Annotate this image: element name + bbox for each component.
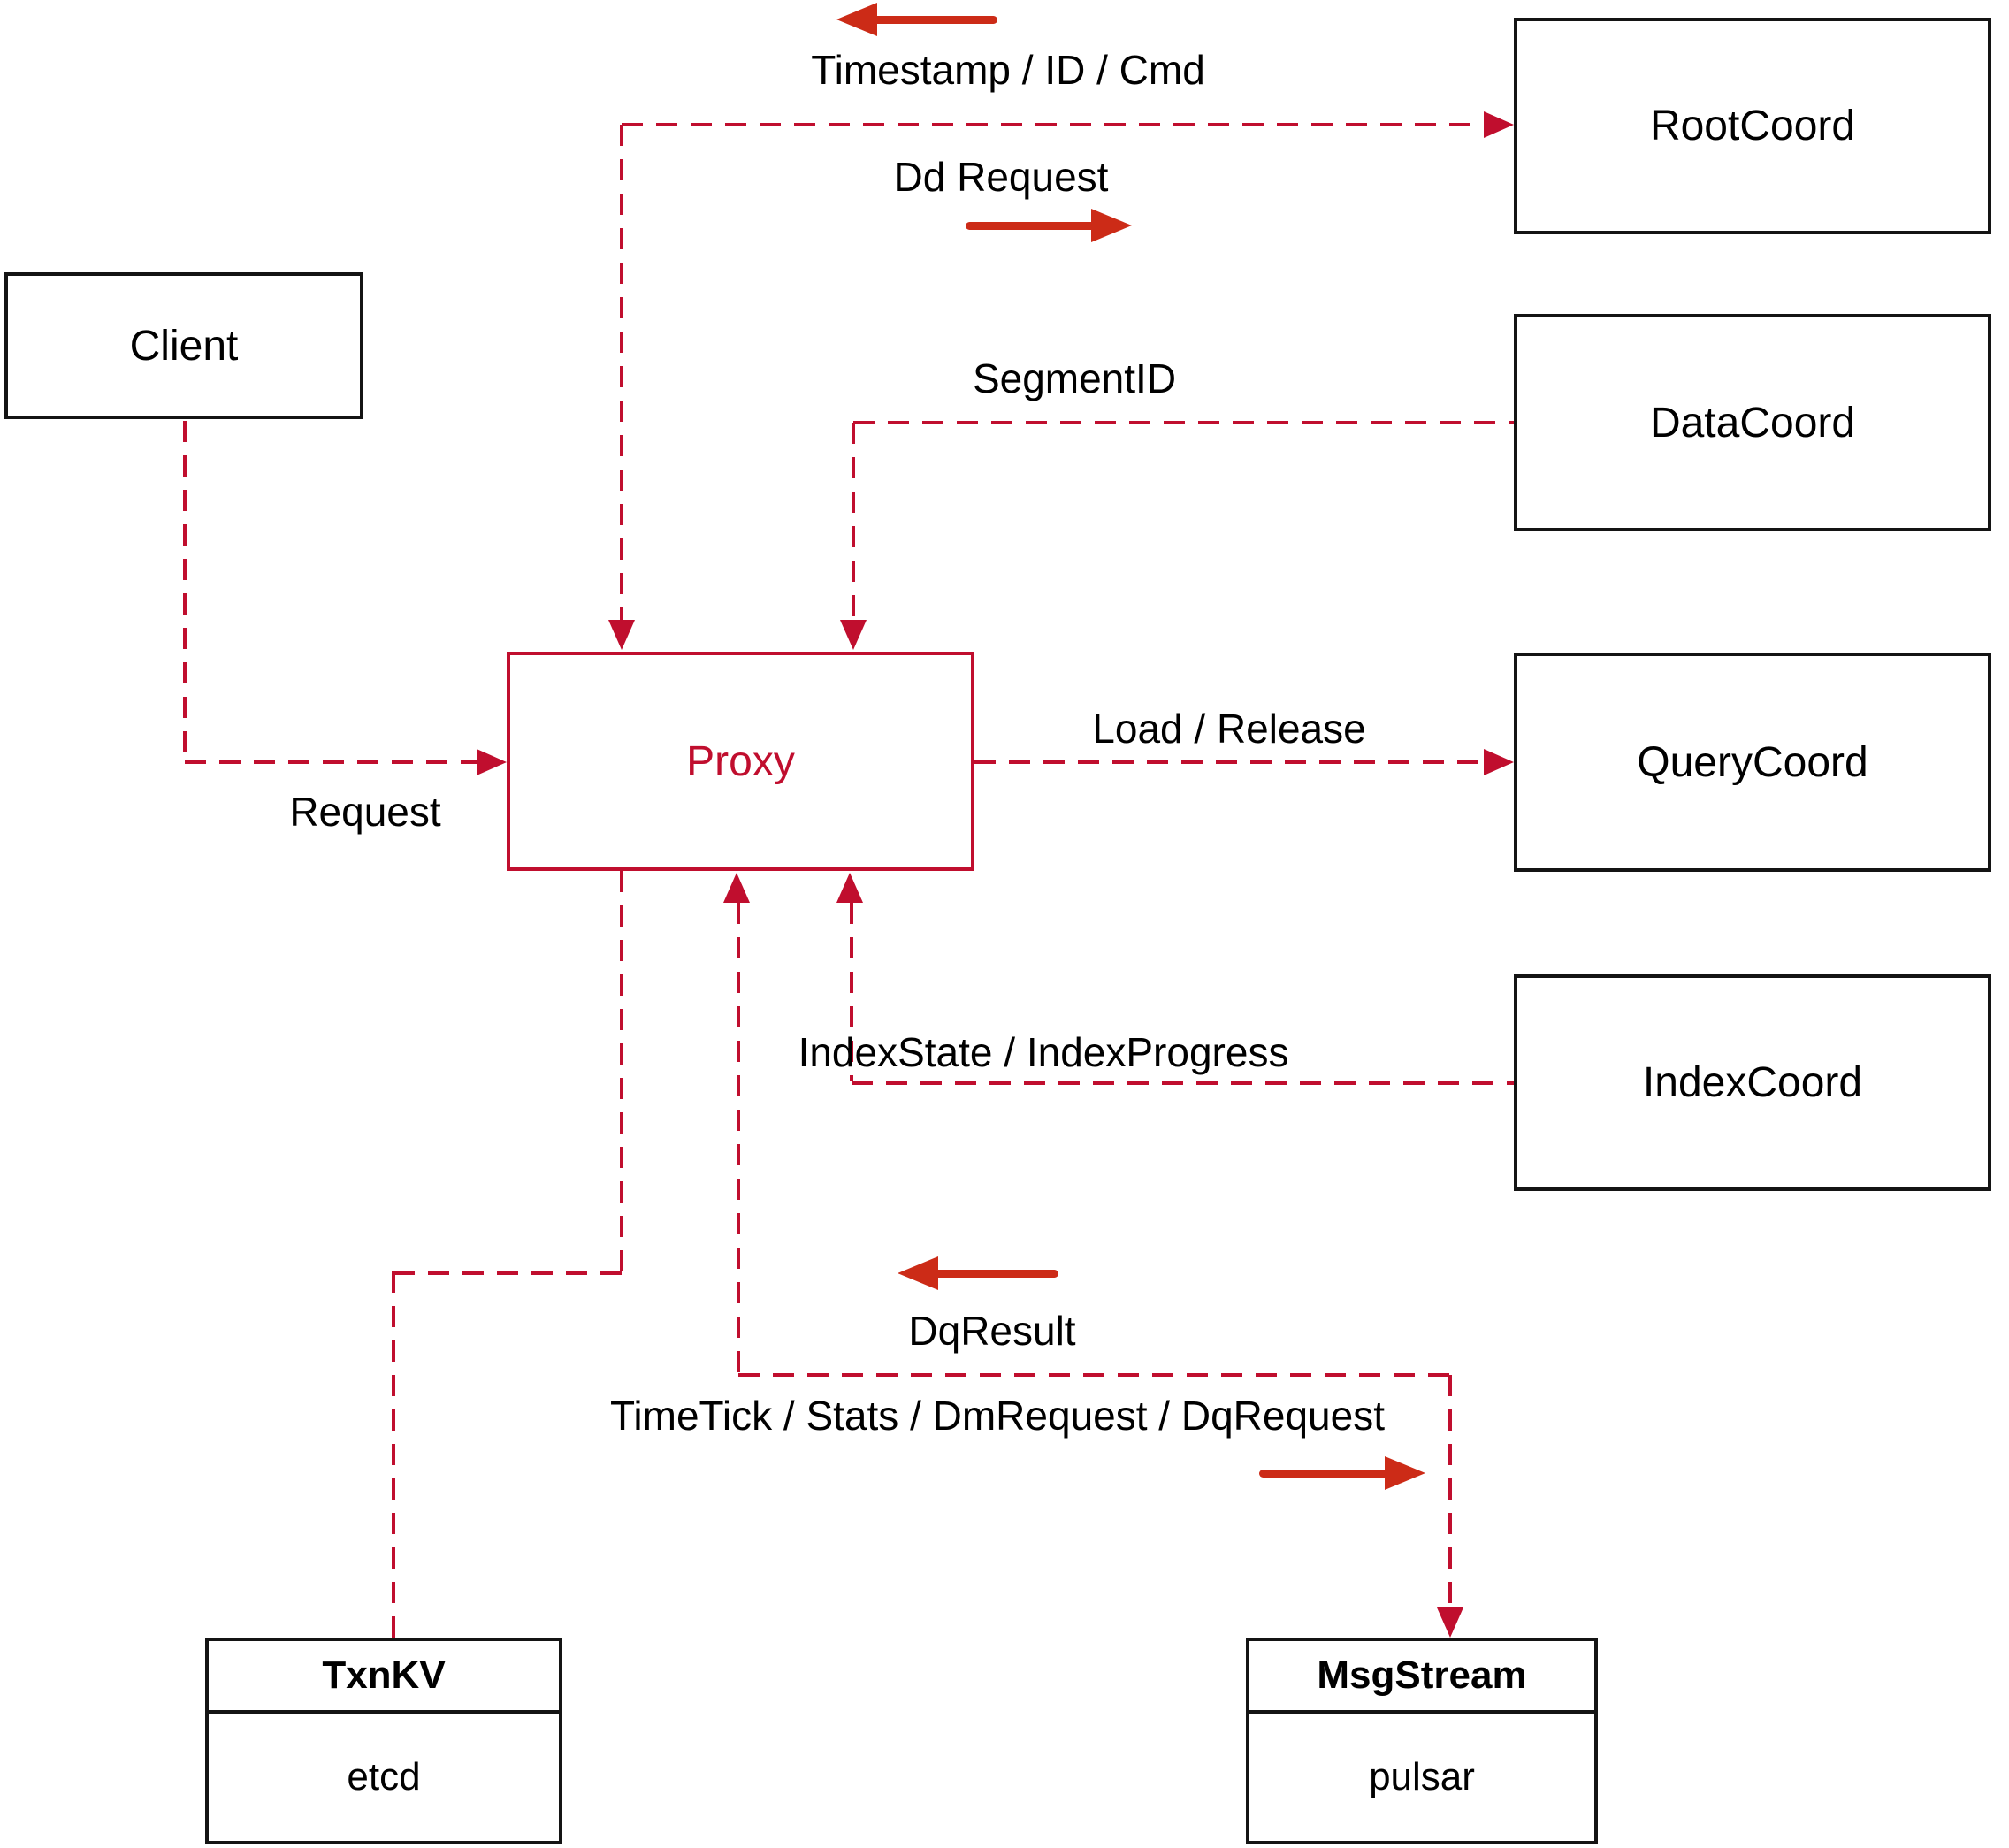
node-proxy: Proxy xyxy=(507,652,974,871)
node-datacoord-label: DataCoord xyxy=(1649,399,1856,447)
edge-proxy-rootcoord-h xyxy=(622,123,1484,126)
arrowhead-into-msgstream xyxy=(1437,1607,1463,1638)
edge-proxy-msgstream-v2 xyxy=(1448,1375,1452,1607)
arrow-head xyxy=(1091,209,1132,242)
node-datacoord: DataCoord xyxy=(1514,314,1991,531)
edge-client-proxy-v xyxy=(183,421,187,762)
label-index-state: IndexState / IndexProgress xyxy=(798,1029,1289,1075)
direction-arrow-timetick-right-icon xyxy=(1259,1456,1425,1490)
node-client-label: Client xyxy=(129,322,239,370)
arrowhead-into-proxy-left xyxy=(477,749,507,775)
node-msgstream-title: MsgStream xyxy=(1249,1641,1594,1714)
label-timestamp-id-cmd: Timestamp / ID / Cmd xyxy=(811,47,1205,93)
direction-arrow-dqresult-left-icon xyxy=(898,1256,1058,1290)
arrow-head xyxy=(836,3,877,36)
arrowhead-into-proxy-top-right xyxy=(840,620,867,650)
edge-client-proxy-h xyxy=(185,760,477,764)
direction-arrow-timestamp-left-icon xyxy=(836,3,997,36)
label-request: Request xyxy=(289,789,441,835)
edge-proxy-msgstream-v1 xyxy=(737,903,740,1375)
arrowhead-into-proxy-bottom-left xyxy=(723,873,750,903)
edge-proxy-rootcoord-v xyxy=(620,125,623,620)
arrow-shaft xyxy=(931,1270,1058,1278)
node-proxy-label: Proxy xyxy=(686,737,795,785)
node-client: Client xyxy=(4,272,363,419)
edge-proxy-msgstream-h xyxy=(738,1373,1450,1377)
label-time-tick: TimeTick / Stats / DmRequest / DqRequest xyxy=(610,1393,1385,1439)
node-txnkv-impl: etcd xyxy=(347,1755,421,1798)
arrow-head xyxy=(1385,1456,1425,1490)
arrowhead-into-proxy-bottom-right xyxy=(836,873,863,903)
label-dd-request: Dd Request xyxy=(893,154,1109,200)
edge-proxy-querycoord-h xyxy=(974,760,1484,764)
edge-proxy-txnkv-v1 xyxy=(620,871,623,1273)
arrow-shaft xyxy=(1259,1470,1392,1478)
edge-datacoord-proxy-h xyxy=(853,421,1514,424)
arrowhead-into-rootcoord xyxy=(1484,111,1514,138)
edge-proxy-txnkv-h xyxy=(393,1271,622,1275)
node-rootcoord-label: RootCoord xyxy=(1649,103,1856,149)
direction-arrow-ddrequest-right-icon xyxy=(966,209,1132,242)
node-msgstream-impl: pulsar xyxy=(1369,1755,1475,1798)
edge-proxy-txnkv-v2 xyxy=(392,1271,395,1638)
node-querycoord: QueryCoord xyxy=(1514,653,1991,872)
label-dq-result: DqResult xyxy=(908,1308,1076,1354)
edge-indexcoord-proxy-h xyxy=(852,1081,1514,1085)
node-indexcoord: IndexCoord xyxy=(1514,974,1991,1191)
label-load-release: Load / Release xyxy=(1092,706,1366,752)
node-txnkv: TxnKV etcd xyxy=(205,1638,562,1844)
arrow-shaft xyxy=(966,222,1098,230)
arrow-head xyxy=(898,1256,938,1290)
node-txnkv-title: TxnKV xyxy=(209,1641,559,1714)
arrow-shaft xyxy=(870,16,997,24)
arrowhead-into-querycoord xyxy=(1484,749,1514,775)
arrowhead-into-proxy-top-left xyxy=(608,620,635,650)
edge-indexcoord-proxy-v xyxy=(850,903,853,1081)
node-rootcoord: RootCoord xyxy=(1514,18,1991,234)
node-msgstream: MsgStream pulsar xyxy=(1246,1638,1598,1844)
node-indexcoord-label: IndexCoord xyxy=(1642,1059,1863,1106)
node-querycoord-label: QueryCoord xyxy=(1637,738,1868,786)
edge-datacoord-proxy-v xyxy=(852,423,855,620)
label-segment-id: SegmentID xyxy=(972,355,1177,401)
